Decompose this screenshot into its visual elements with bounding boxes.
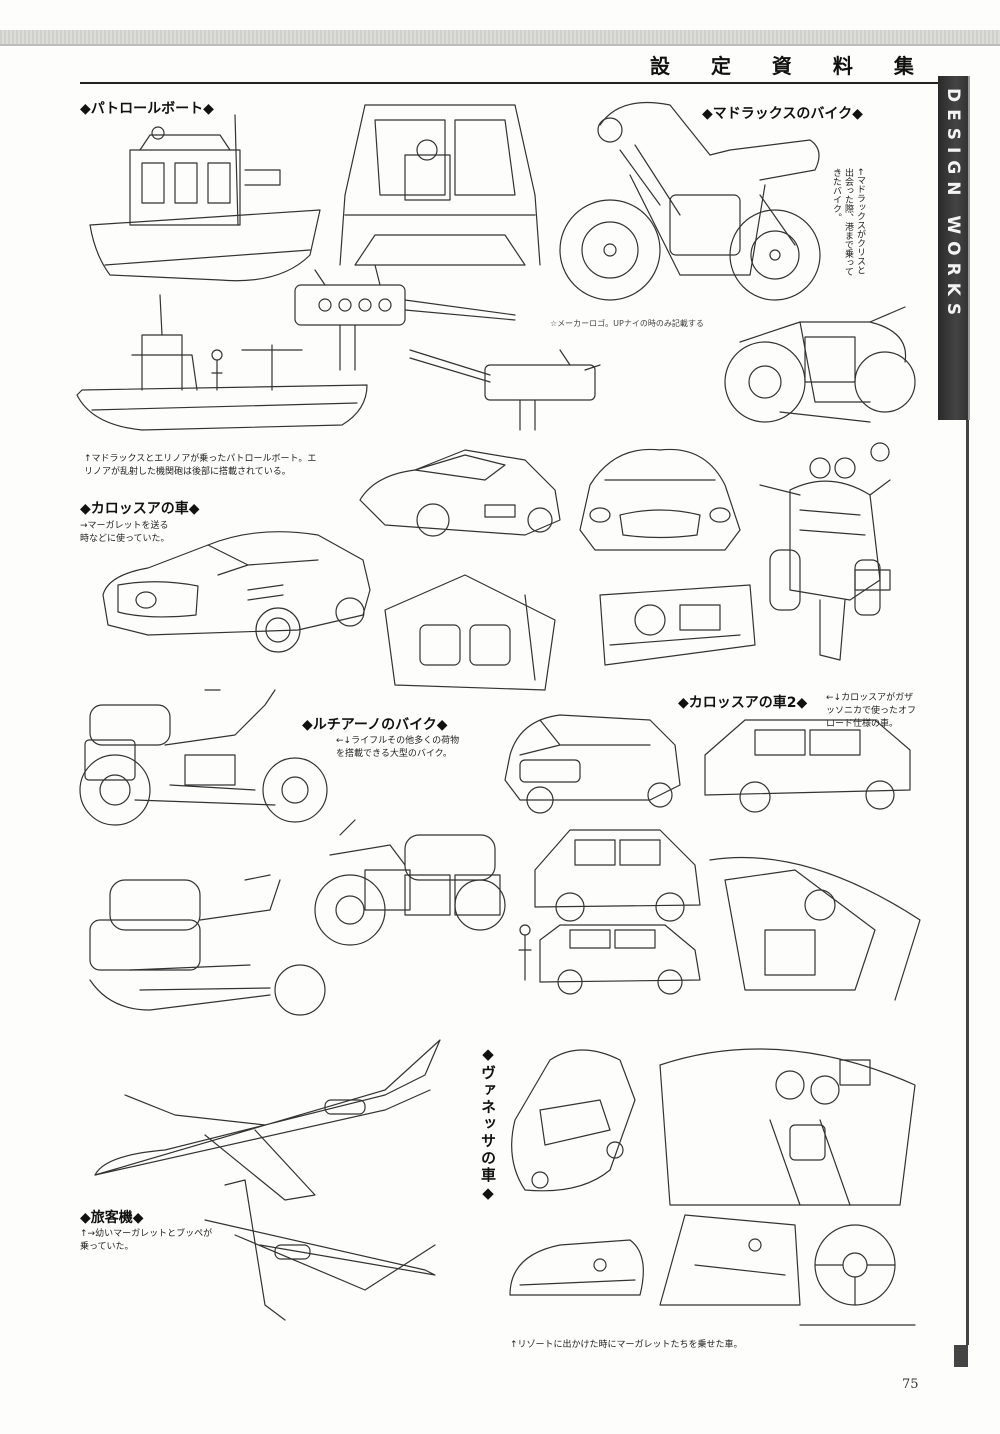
luciano-bike-caption: ←↓ライフルその他多くの荷物 を搭載できる大型のバイク。 <box>336 736 460 759</box>
vanessa-car-label: ◆ヴァネッサの車◆ <box>479 1045 497 1204</box>
carrossa-car-label: ◆カロッスアの車◆ <box>80 501 200 517</box>
madlax-bike-main-sketch <box>559 102 821 301</box>
airliner-caption: ↑→幼いマーガレットとブッペが 乗っていた。 <box>80 1229 213 1252</box>
carrossa-car-caption: →マーガレットを送る 時などに使っていた。 <box>80 521 170 544</box>
patrol-boat-side-sketch <box>76 294 368 431</box>
madlax-bike-handnote: ☆メーカーロゴ。UPナイの時のみ記載する <box>550 319 704 328</box>
carrossa-car2-side-sketch <box>534 829 701 922</box>
machine-gun-sketch-1 <box>294 264 516 371</box>
header-rule <box>80 82 940 84</box>
right-margin-rule-end <box>954 1345 968 1367</box>
vanessa-car-door-sketch <box>659 1214 801 1306</box>
boat-cabin-interior-sketch <box>339 104 541 266</box>
patrol-boat-caption: ↑マドラックスとエリノアが乗ったパトロールボート。エ リノアが乱射した機関砲は後… <box>84 454 317 477</box>
carrossa-car2-wagon-sketch <box>518 924 701 995</box>
vanessa-car-steering-sketch <box>799 1224 916 1326</box>
airliner-side-sketch <box>94 1039 441 1201</box>
carrossa-car2-front-sketch <box>504 714 681 814</box>
carrossa-car-front-sketch <box>579 448 741 551</box>
luciano-bike-side-sketch <box>79 689 328 826</box>
vanessa-car-dashboard-sketch <box>659 1048 916 1206</box>
vanessa-car-caption: ↑リゾートに出かけた時にマーガレットたちを乗せた車。 <box>510 1340 743 1350</box>
carrossa-car-main-sketch <box>102 531 371 653</box>
section-tab: DESIGN WORKS <box>938 76 968 420</box>
machine-gun-sketch-2 <box>409 349 601 431</box>
patrol-boat-label: ◆パトロールボート◆ <box>80 101 214 117</box>
page-number: 75 <box>902 1377 919 1392</box>
madlax-bike-front-view-sketch <box>759 442 891 661</box>
patrol-boat-front-sketch <box>89 114 321 282</box>
section-tab-label: DESIGN WORKS <box>943 88 963 323</box>
airliner-top-sketch <box>204 1179 436 1321</box>
vanessa-car-seat-sketch <box>509 1239 644 1296</box>
scan-top-band <box>0 30 1000 44</box>
luciano-bike-front-sketch <box>314 819 506 946</box>
carrossa-car-rear-sketch <box>359 449 561 537</box>
luciano-bike-top-sketch <box>89 874 326 1016</box>
page-title: 設 定 資 料 集 <box>650 54 931 78</box>
luciano-bike-label: ◆ルチアーノのバイク◆ <box>302 717 448 733</box>
vanessa-car-top-sketch <box>511 1049 636 1192</box>
madlax-bike-caption: ←マドラックスがクリスと 出会った際、港まで乗って きたバイク。 <box>831 168 865 276</box>
madlax-bike-label: ◆マドラックスのバイク◆ <box>702 106 863 122</box>
carrossa-car-interior-sketch-2 <box>599 584 756 666</box>
carrossa-car2-interior-sketch <box>709 856 921 1001</box>
header-line <box>0 44 1000 46</box>
airliner-label: ◆旅客機◆ <box>80 1210 144 1226</box>
carrossa-car-interior-sketch-1 <box>384 574 556 691</box>
madlax-bike-rear-sketch <box>724 306 916 423</box>
carrossa-car2-rear-sketch <box>704 719 911 813</box>
right-margin-rule <box>966 420 969 1345</box>
carrossa-car2-label: ◆カロッスアの車2◆ <box>678 695 808 711</box>
carrossa-car2-caption: ←↓カロッスアがガザ ッソニカで使ったオフ ロード仕様の車。 <box>826 693 917 729</box>
